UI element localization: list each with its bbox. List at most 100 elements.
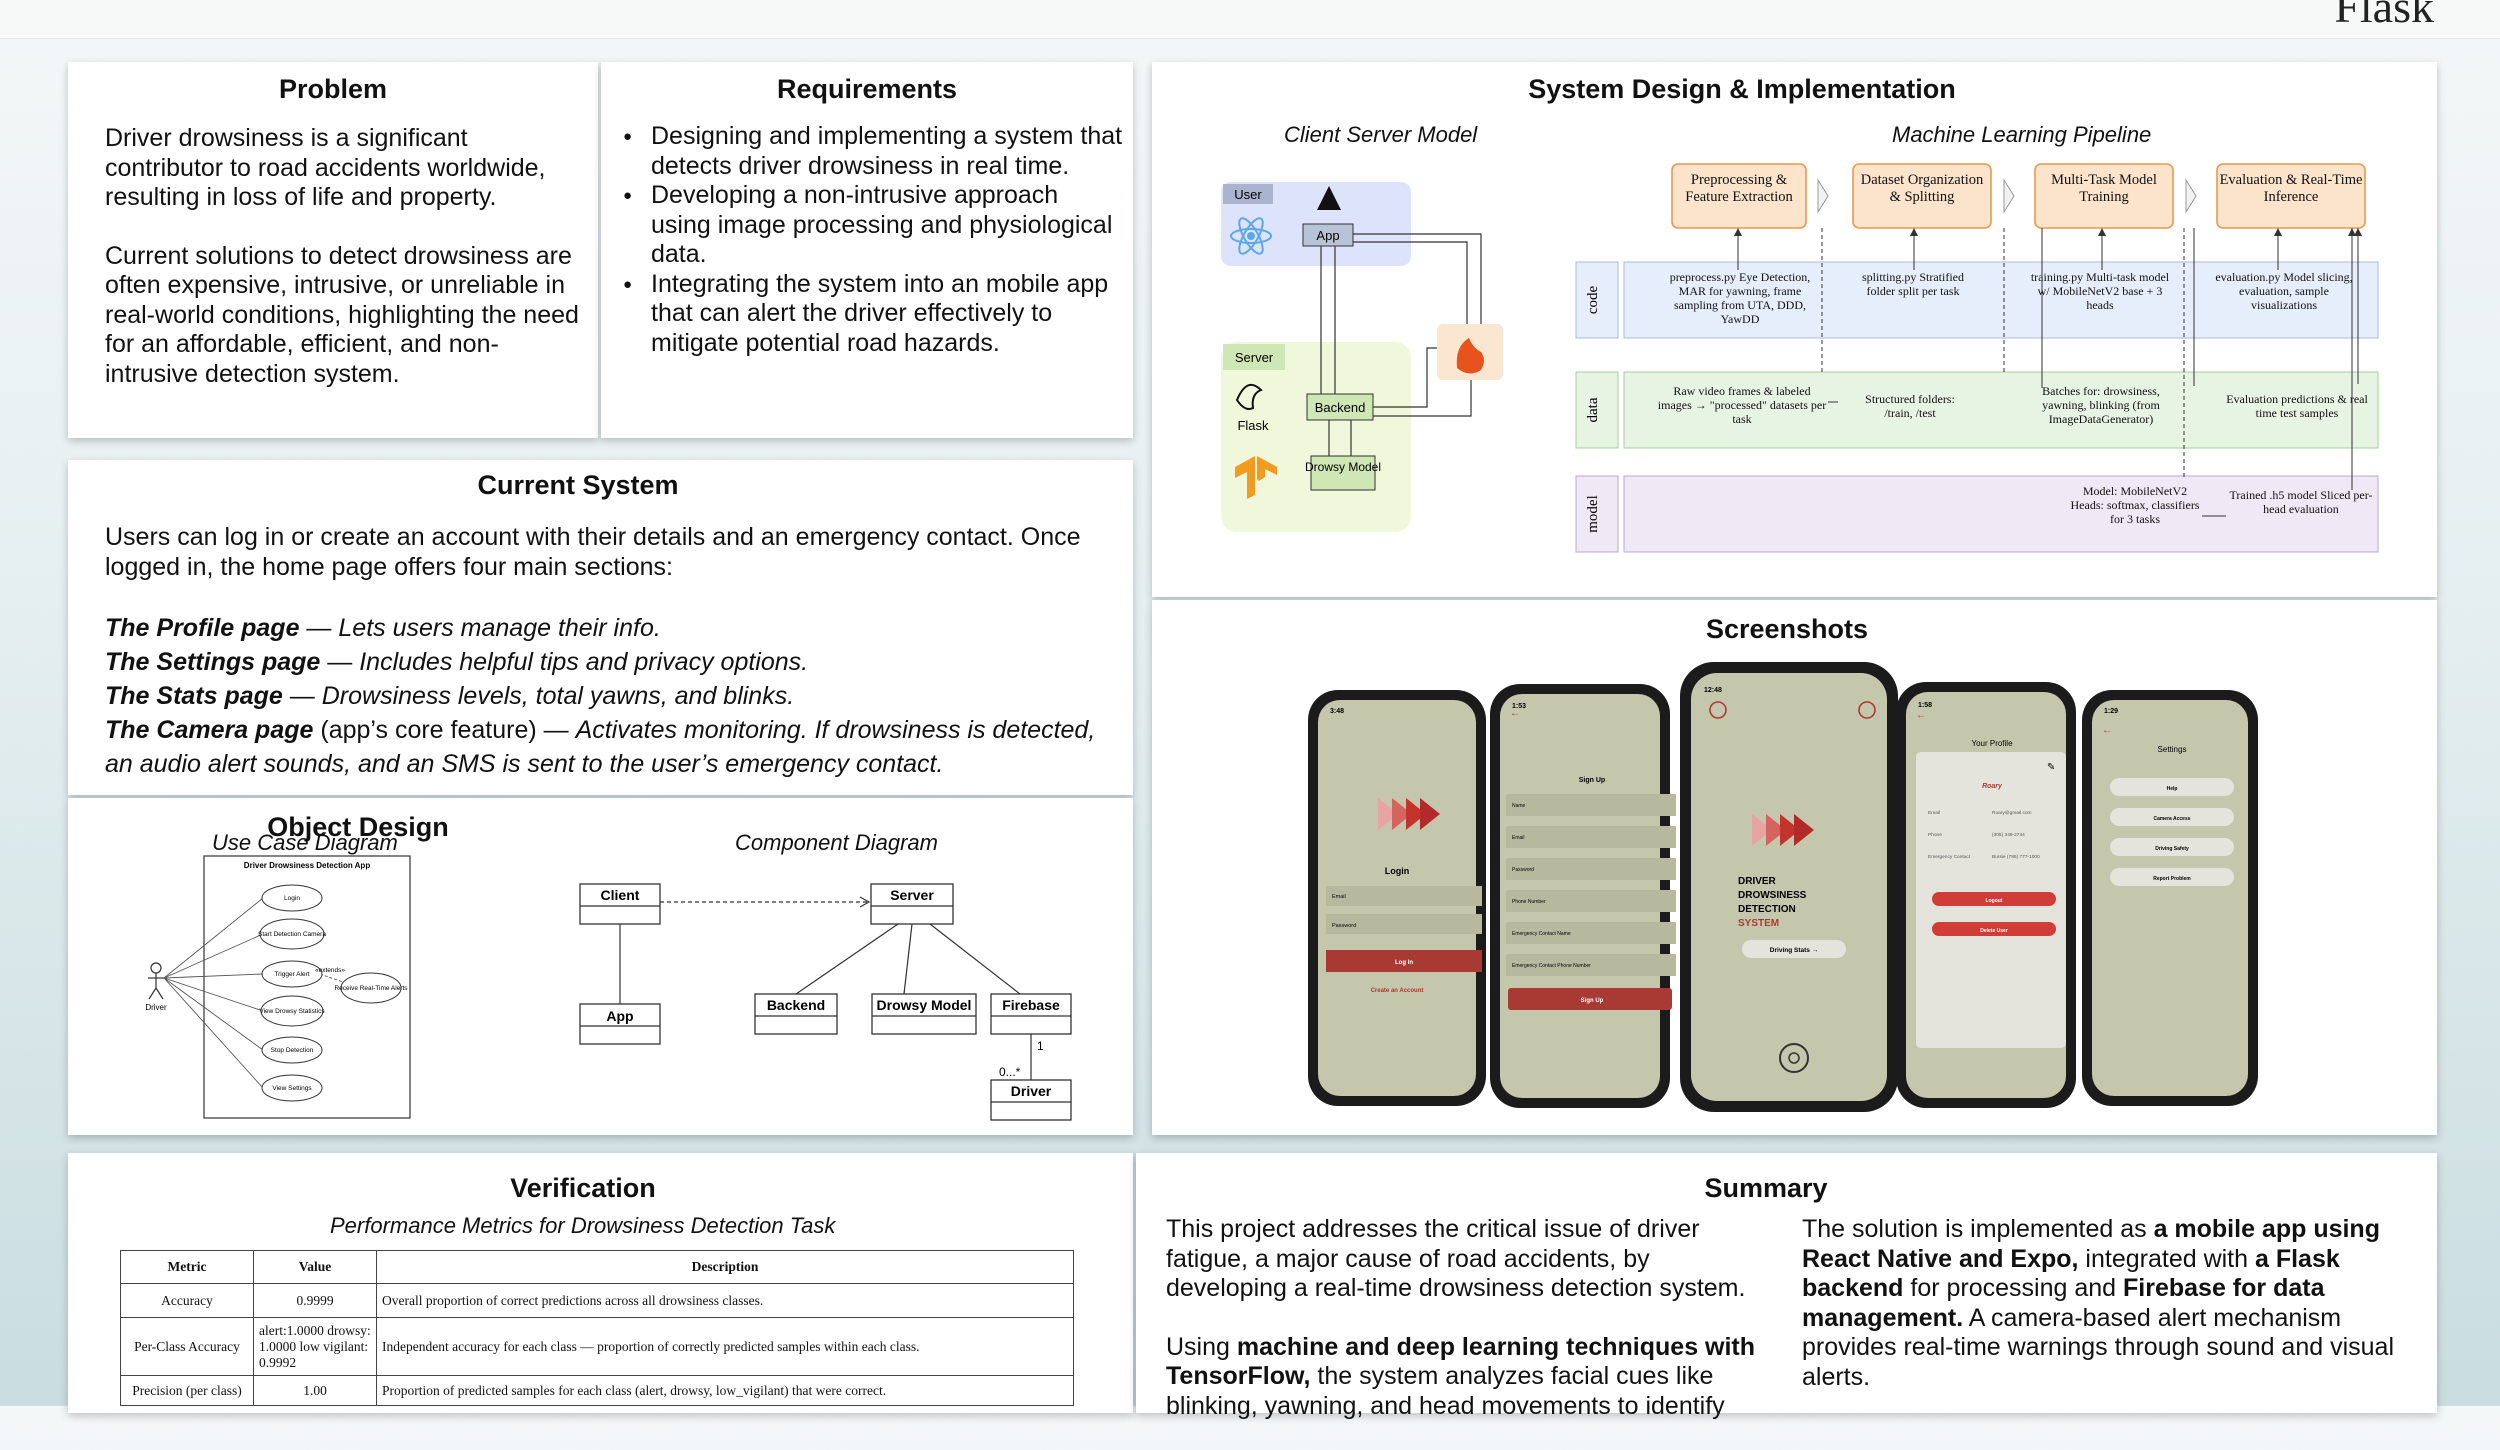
top-strip: Flask: [0, 0, 2500, 39]
table-row: Precision (per class) 1.00 Proportion of…: [120, 1375, 1074, 1406]
screen-title: Login: [1385, 866, 1410, 876]
screen-title: Sign Up: [1579, 777, 1605, 784]
home-title-line: DRIVER: [1738, 876, 1777, 887]
text-run: for processing and: [1903, 1274, 2124, 1302]
page-name: The Profile page: [105, 614, 300, 642]
data-cell: Structured folders: /train, /test: [1865, 392, 1955, 420]
page-name: The Camera page: [105, 716, 314, 744]
client-server-caption: Client Server Model: [1284, 122, 1478, 147]
page-desc: Drowsiness levels, total yawns, and blin…: [321, 682, 795, 710]
back-arrow-icon: ←: [1510, 708, 1520, 719]
status-time: 1:58: [1918, 702, 1932, 709]
field-label: Name: [1512, 803, 1526, 809]
backend-box-label: Backend: [1315, 400, 1366, 415]
create-account-link: Create an Account: [1371, 988, 1424, 994]
text-run: Firebase for data management.: [1802, 1274, 2325, 1332]
intro-text: Users can log in or create an account wi…: [105, 523, 1081, 581]
desc-cell: Proportion of predicted samples for each…: [376, 1375, 1074, 1406]
component-driver: Driver: [1011, 1083, 1052, 1099]
text-run: A camera-based alert mechanism provides …: [1802, 1303, 2394, 1391]
page-item: The Profile page — Lets users manage the…: [105, 611, 1115, 645]
settings-item: Help: [2167, 786, 2178, 792]
react-icon: [1230, 217, 1272, 255]
logout-button: Logout: [1986, 898, 2003, 904]
table-header-row: Metric Value Description: [120, 1250, 1074, 1284]
field-label: Emergency Contact Phone Number: [1512, 963, 1591, 969]
signup-button: Sign Up: [1581, 998, 1604, 1004]
component-server: Server: [890, 887, 934, 903]
home-title-system: SYSTEM: [1738, 918, 1779, 929]
panel-title: Verification: [510, 1173, 656, 1203]
page-sep: (app’s core feature) —: [313, 716, 576, 744]
metrics-table: Metric Value Description Accuracy 0.9999…: [120, 1250, 1074, 1406]
status-time: 1:53: [1512, 703, 1526, 710]
problem-panel: Problem Driver drowsiness is a significa…: [68, 62, 598, 438]
component-firebase: Firebase: [1002, 997, 1060, 1013]
row-value: (305) 348-2744: [1992, 832, 2025, 838]
screen-title: Settings: [2158, 745, 2187, 754]
phone-home: 12:48 DRIVER DROWSINESS DETECTION SYSTEM…: [1680, 662, 1898, 1112]
page-desc: Activates monitoring. If drowsiness is d…: [105, 716, 1096, 778]
system-design-panel: System Design & Implementation Client Se…: [1152, 62, 2437, 597]
row-label-model: model: [1585, 495, 1601, 533]
field-label: Password: [1512, 867, 1534, 873]
requirements-list: Designing and implementing a system that…: [623, 122, 1123, 358]
phone-signup: 1:53 ← Sign Up Name Email Password Phone…: [1490, 684, 1676, 1108]
flask-label: Flask: [1237, 418, 1269, 433]
screen-title: Your Profile: [1971, 739, 2013, 748]
ml-pipeline-caption: Machine Learning Pipeline: [1892, 122, 2152, 147]
text-run: The solution is implemented as: [1802, 1215, 2154, 1243]
top-word: Flask: [2334, 0, 2434, 32]
model-cell: Trained .h5 model Sliced per-head evalua…: [2229, 488, 2373, 516]
edit-icon: ✎: [2047, 762, 2055, 773]
gear-icon: [1858, 701, 1876, 719]
page-item: The Settings page — Includes helpful tip…: [105, 645, 1115, 679]
summary-right: The solution is implemented as a mobile …: [1802, 1215, 2412, 1421]
column-header: Value: [253, 1250, 377, 1284]
requirements-panel: Requirements Designing and implementing …: [601, 62, 1133, 438]
component-diagram: Client App Server Backend Drowsy Model F…: [579, 883, 1072, 1121]
panel-title: Object Design: [267, 812, 449, 842]
system-title: Driver Drowsiness Detection App: [244, 861, 371, 870]
phone-profile: 1:58 ← Your Profile ✎ Roary Email Roary@…: [1896, 682, 2076, 1108]
camera-icon: [1779, 1043, 1809, 1073]
panel-title: Screenshots: [1705, 614, 1869, 644]
desc-cell: Overall proportion of correct prediction…: [376, 1283, 1074, 1318]
back-arrow-icon: ←: [2102, 725, 2112, 736]
paragraph: Current solutions to detect drowsiness a…: [105, 241, 579, 388]
screenshots-panel: Screenshots 3:48 Login Email Password Lo…: [1152, 600, 2437, 1135]
use-case-settings: View Settings: [272, 1085, 312, 1092]
actor-label: Driver: [145, 1003, 167, 1012]
use-case-trigger: Trigger Alert: [274, 971, 309, 978]
home-title-line: DETECTION: [1738, 904, 1796, 915]
text-run: a mobile app using React Native and Expo…: [1802, 1215, 2380, 1273]
data-cell: Raw video frames & labeled images → "pro…: [1657, 384, 1827, 426]
use-case-start: Start Detection Camera: [258, 931, 326, 938]
back-arrow-icon: ←: [1916, 710, 1926, 721]
use-case-stop: Stop Detection: [271, 1047, 314, 1054]
use-case-diagram: Driver Drowsiness Detection App Driver: [145, 855, 411, 1119]
client-server-diagram: User App Server Flask Backend Drowsy Mod…: [1221, 182, 1503, 532]
table-row: Per-Class Accuracy alert:1.0000 drowsy: …: [120, 1317, 1074, 1376]
component-backend: Backend: [767, 997, 825, 1013]
paragraph: Driver drowsiness is a significant contr…: [105, 124, 546, 211]
row-label-code: code: [1585, 286, 1601, 315]
home-title-line: DROWSINESS: [1738, 890, 1807, 901]
status-time: 12:48: [1704, 687, 1722, 694]
field-label: Email: [1332, 894, 1346, 900]
panel-title: Requirements: [776, 74, 958, 104]
value-cell: 1.00: [253, 1375, 377, 1406]
settings-item: Driving Safety: [2155, 846, 2189, 852]
pages-list: The Profile page — Lets users manage the…: [105, 611, 1115, 781]
model-cell: Model: MobileNetV2 Heads: softmax, class…: [2070, 484, 2200, 526]
app-box-label: App: [1316, 228, 1339, 243]
paragraph: This project addresses the critical issu…: [1166, 1215, 1746, 1302]
settings-item: Report Problem: [2153, 876, 2191, 882]
list-item: Designing and implementing a system that…: [623, 122, 1123, 181]
summary-panel: Summary This project addresses the criti…: [1136, 1153, 2437, 1420]
settings-item: Camera Access: [2153, 816, 2190, 822]
row-label-data: data: [1585, 397, 1601, 422]
stage-label: Evaluation & Real-Time Inference: [2219, 172, 2363, 205]
use-case-extension: Receive Real-Time Alerts: [334, 985, 408, 992]
component-model: Drowsy Model: [877, 997, 972, 1013]
